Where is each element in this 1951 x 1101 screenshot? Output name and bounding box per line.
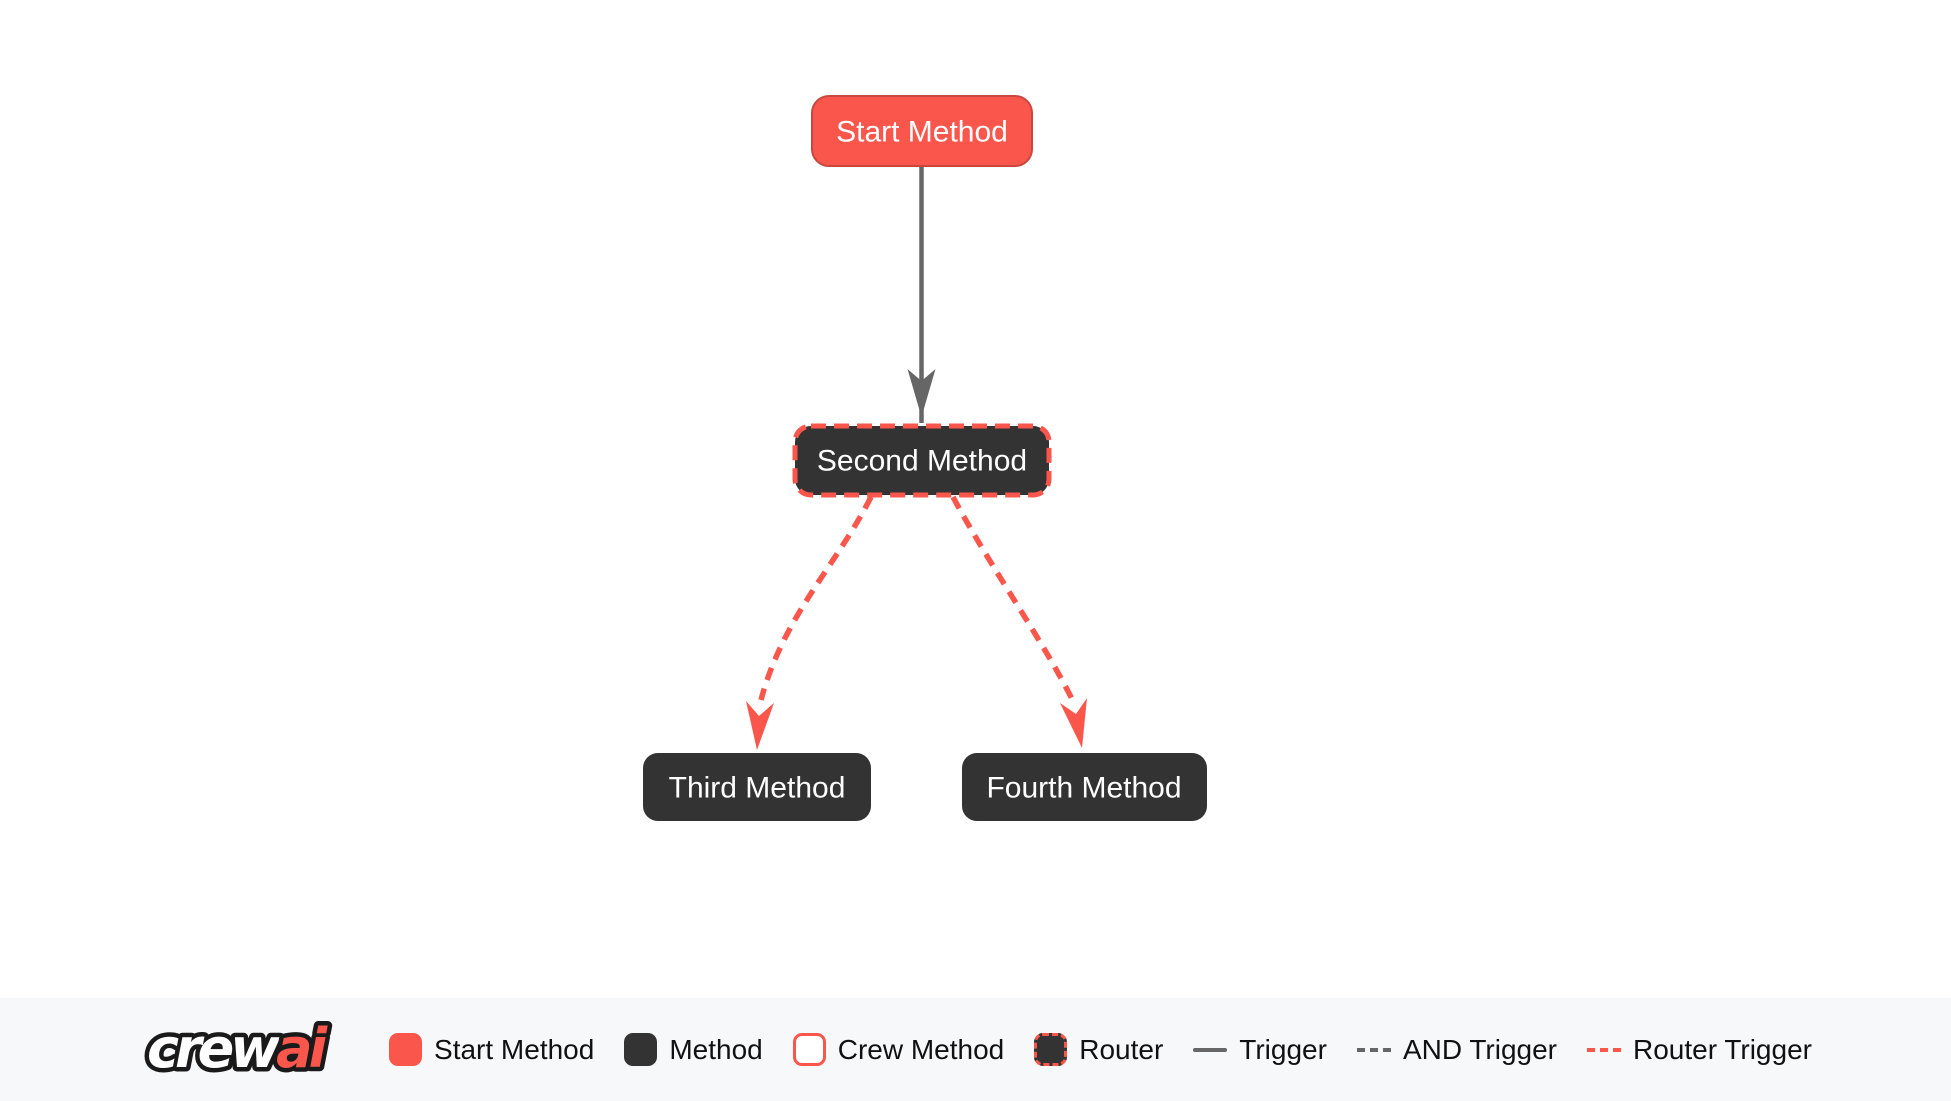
node-fourth-method[interactable]: Fourth Method xyxy=(962,753,1207,821)
legend: Start Method Method Crew Method Router T… xyxy=(389,1033,1812,1066)
router-trigger-edge-left xyxy=(758,495,874,701)
flow-canvas[interactable]: Start Method Second Method Third Method … xyxy=(0,0,1951,998)
crewai-logo: crewai xyxy=(143,1014,338,1085)
legend-label: AND Trigger xyxy=(1402,1033,1557,1065)
fourth-method-label: Fourth Method xyxy=(986,772,1181,805)
flow-graph[interactable]: Start Method Second Method Third Method … xyxy=(0,0,1951,998)
fourth-method-box xyxy=(962,753,1207,821)
start-method-swatch-icon xyxy=(389,1033,423,1066)
router-arrowhead-right-icon xyxy=(1060,698,1087,748)
legend-item-trigger: Trigger xyxy=(1193,1034,1327,1066)
edge-start-to-second xyxy=(907,166,936,423)
legend-item-and-trigger: AND Trigger xyxy=(1356,1033,1557,1066)
node-third-method[interactable]: Third Method xyxy=(643,753,871,821)
legend-label: Start Method xyxy=(434,1033,595,1065)
router-swatch-icon xyxy=(1034,1033,1068,1066)
and-trigger-line-icon xyxy=(1356,1047,1391,1052)
legend-item-crew-method: Crew Method xyxy=(792,1033,1005,1066)
start-method-box xyxy=(811,95,1033,167)
legend-label: Router Trigger xyxy=(1633,1033,1812,1065)
router-trigger-edge-right xyxy=(950,495,1077,705)
start-method-label: Start Method xyxy=(836,116,1008,149)
crew-method-swatch-icon xyxy=(792,1033,826,1066)
legend-label: Router xyxy=(1079,1033,1164,1065)
legend-item-start-method: Start Method xyxy=(389,1033,594,1066)
legend-item-method: Method xyxy=(624,1033,763,1066)
third-method-label: Third Method xyxy=(669,772,846,805)
edge-second-to-fourth xyxy=(950,495,1087,748)
legend-label: Trigger xyxy=(1239,1033,1327,1065)
third-method-box xyxy=(643,753,871,821)
second-method-label: Second Method xyxy=(817,445,1027,478)
trigger-arrowhead-icon xyxy=(907,369,936,417)
legend-item-router-trigger: Router Trigger xyxy=(1587,1034,1812,1066)
node-second-method[interactable]: Second Method xyxy=(792,423,1052,498)
method-swatch-icon xyxy=(624,1033,658,1066)
legend-item-router: Router xyxy=(1034,1033,1163,1066)
node-start-method[interactable]: Start Method xyxy=(811,95,1033,167)
trigger-line-icon xyxy=(1193,1047,1228,1052)
router-trigger-line-icon xyxy=(1587,1047,1621,1052)
logo-crew-text: crew xyxy=(147,1017,281,1080)
legend-label: Crew Method xyxy=(837,1033,1005,1065)
edge-second-to-third xyxy=(746,495,874,750)
legend-footer: crewai Start Method Method Crew Method R… xyxy=(0,998,1951,1101)
crewai-logo-text: crewai xyxy=(147,1017,329,1080)
logo-ai-text: ai xyxy=(276,1017,328,1080)
router-arrowhead-left-icon xyxy=(746,701,774,750)
second-method-box xyxy=(792,423,1052,498)
legend-label: Method xyxy=(669,1033,763,1065)
